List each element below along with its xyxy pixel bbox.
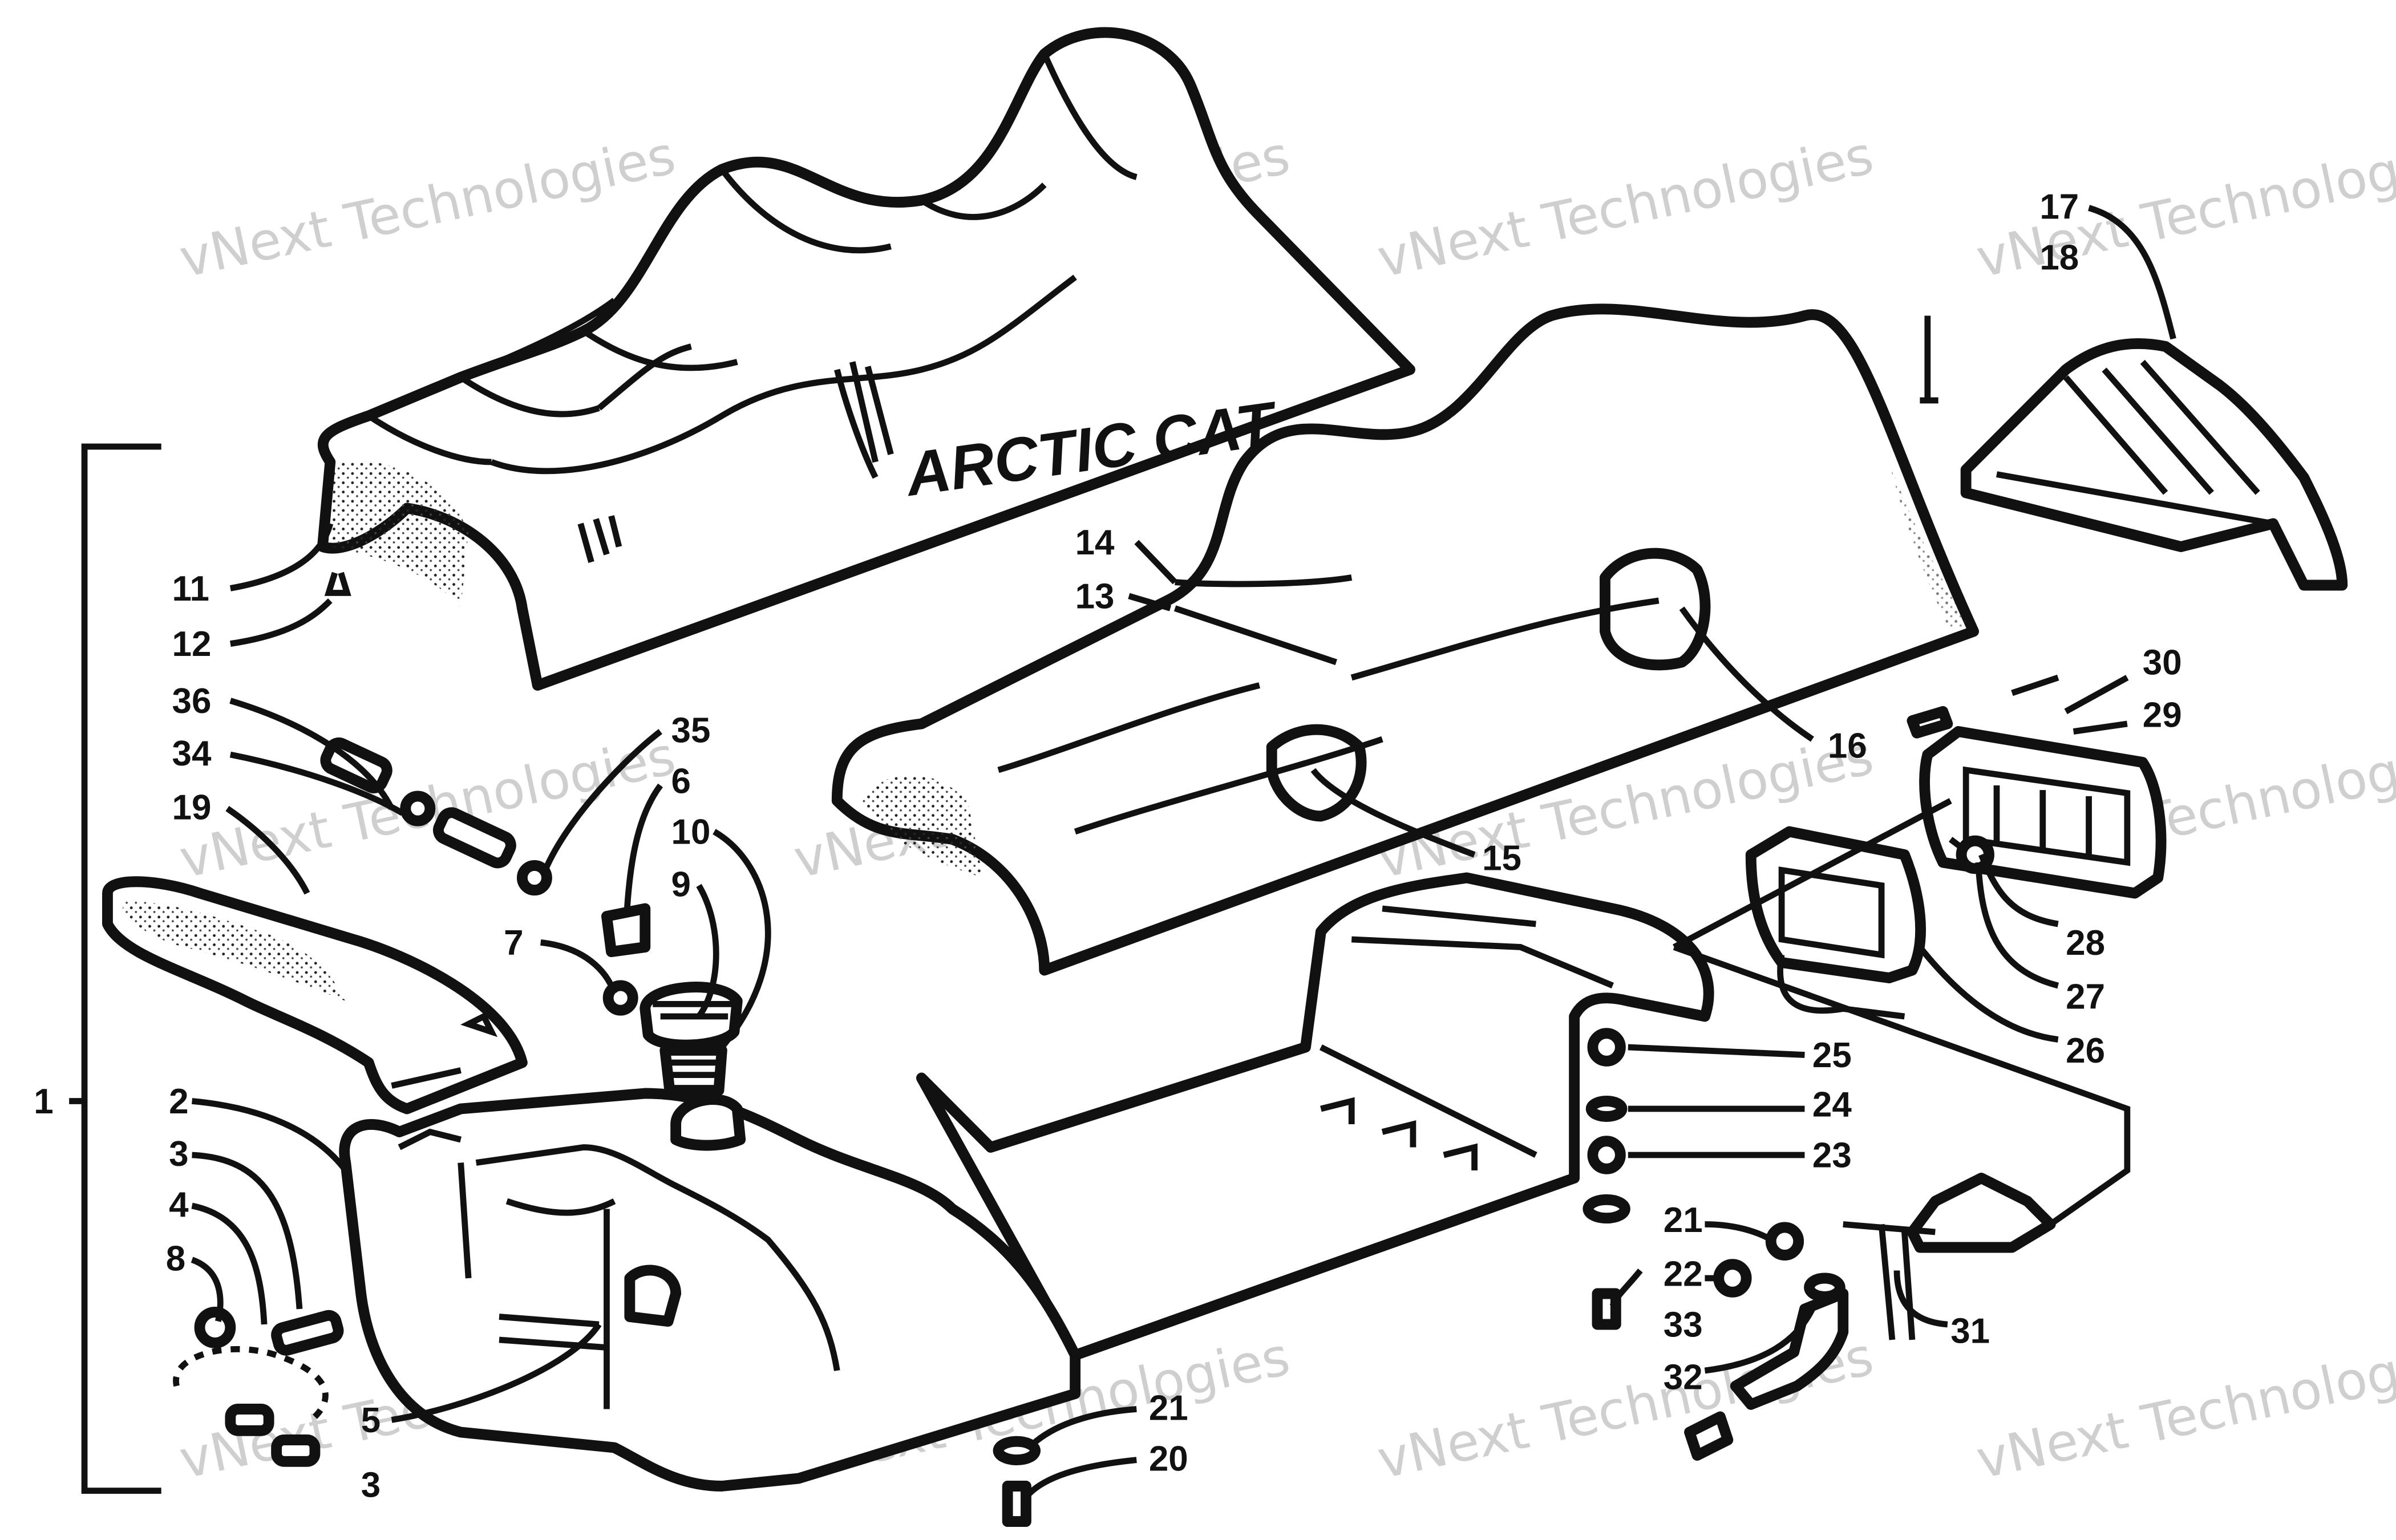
washer-21b [1765,1222,1804,1261]
callout-17: 17 [2039,187,2079,226]
callout-3b: 3 [361,1465,381,1505]
callout-14: 14 [1075,523,1115,562]
callout-24: 24 [1812,1085,1852,1124]
watermark: vNext Technologies [1971,124,2396,289]
callout-21b: 21 [1149,1388,1188,1428]
seat-cover: ARCTIC CAT [317,27,1415,691]
svg-text:vNext Technologies: vNext Technologies [1971,124,2396,289]
callout-7: 7 [504,923,523,963]
callouts: 1 2 3 4 8 5 3 11 12 36 34 19 35 6 10 9 7… [34,187,2182,1505]
callout-27: 27 [2066,977,2105,1016]
callout-2: 2 [169,1082,188,1121]
screw-30 [1907,706,1953,739]
svg-text:vNext Technologies: vNext Technologies [1372,124,1878,289]
callout-16: 16 [1828,726,1867,765]
callout-4: 4 [169,1185,189,1225]
callout-20: 20 [1149,1439,1188,1478]
callout-18: 18 [2039,238,2079,277]
clamp-34 [400,791,436,826]
nut-23 [1587,1136,1626,1174]
hose-end [271,1434,321,1467]
hose-end [225,1404,274,1436]
grommet-32 [1804,1272,1845,1302]
temperature-sensor [1684,1288,1849,1461]
fitting-6 [601,903,651,958]
callout-34: 34 [172,734,212,773]
svg-text:vNext Technologies: vNext Technologies [1971,1326,2396,1490]
callout-5: 5 [361,1401,381,1440]
hose-segment [433,807,516,869]
callout-19: 19 [172,788,212,827]
callout-1: 1 [34,1082,53,1121]
washer-21c [993,1436,1041,1466]
callout-36: 36 [172,682,212,721]
assembly-bracket [69,443,161,1494]
callout-15: 15 [1482,838,1521,878]
bolt-22 [1592,1288,1621,1330]
bolt-20 [1002,1481,1031,1527]
clamp-35 [516,860,552,896]
callout-3: 3 [169,1134,188,1174]
callout-31: 31 [1950,1311,1990,1351]
nut-25 [1587,1028,1626,1067]
mounting-bracket [1920,315,2348,591]
seat-clip [324,572,351,596]
callout-25: 25 [1812,1036,1852,1075]
callout-32: 32 [1664,1357,1703,1397]
callout-26: 26 [2066,1031,2105,1071]
clamp-8 [194,1306,236,1348]
seat-back [102,876,528,1115]
callout-22: 22 [1664,1254,1703,1294]
callout-30: 30 [2143,643,2182,683]
leader-lines [191,205,2176,1496]
detail-circle [173,1346,329,1419]
callout-11: 11 [172,569,209,609]
wiring-harness [1843,1173,2056,1340]
callout-6: 6 [671,761,691,801]
callout-13: 13 [1075,577,1115,616]
fuel-cap [640,982,743,1096]
watermark: vNext Technologies [174,124,680,289]
callout-33: 33 [1664,1306,1703,1345]
callout-23: 23 [1812,1136,1852,1176]
callout-21: 21 [1664,1201,1703,1240]
callout-29: 29 [2143,695,2182,735]
watermark: vNext Technologies [1372,124,1878,289]
hose-3 [271,1310,344,1356]
fuel-tank [339,1088,1081,1492]
callout-28: 28 [2066,923,2105,963]
callout-9: 9 [671,865,691,904]
washer-24 [1585,1096,1628,1122]
svg-text:vNext Technologies: vNext Technologies [174,124,680,289]
washer-21 [1583,1194,1630,1224]
nut-33 [1713,1259,1752,1298]
callout-8: 8 [166,1239,185,1278]
callout-35: 35 [671,711,711,750]
callout-10: 10 [671,813,711,852]
seat-base-pan [916,872,1714,1361]
callout-12: 12 [172,625,212,664]
watermark: vNext Technologies [1971,1326,2396,1490]
